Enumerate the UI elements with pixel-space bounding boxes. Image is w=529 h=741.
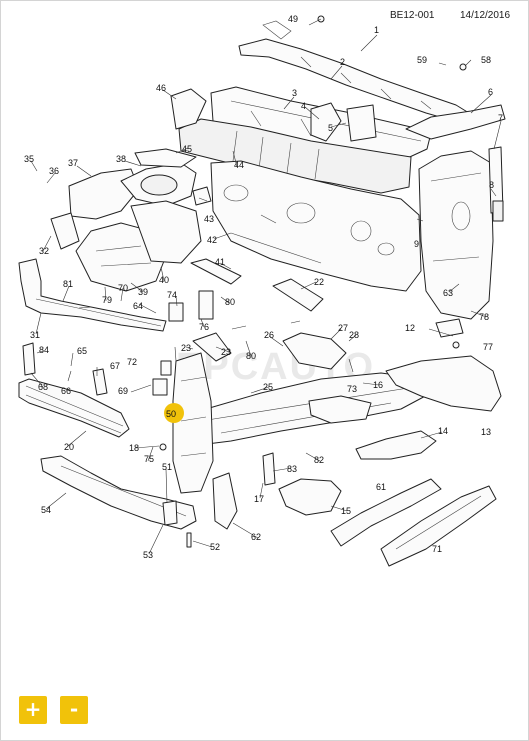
- part-42-dash-panel: [210, 160, 422, 292]
- callout-75[interactable]: 75: [144, 454, 154, 464]
- callout-59[interactable]: 59: [417, 55, 427, 65]
- callout-27[interactable]: 27: [338, 323, 348, 333]
- callout-50[interactable]: 50: [166, 409, 176, 419]
- callout-72[interactable]: 72: [127, 357, 137, 367]
- callout-26[interactable]: 26: [264, 330, 274, 340]
- callout-labels: 49 1 2 59 58 46 3 4 5 6 7 45 38 35 37 36…: [24, 14, 503, 560]
- callout-18[interactable]: 18: [129, 443, 139, 453]
- callout-68[interactable]: 68: [38, 382, 48, 392]
- part-37-wheelhouse: [68, 168, 140, 220]
- callout-71[interactable]: 71: [432, 544, 442, 554]
- part-71-sill-outer: [380, 485, 497, 567]
- part-40-wheelhouse-rear: [130, 200, 202, 264]
- callout-76[interactable]: 76: [199, 322, 209, 332]
- callout-41[interactable]: 41: [215, 257, 225, 267]
- small-brackets: [22, 15, 467, 548]
- callout-44[interactable]: 44: [234, 160, 244, 170]
- zoom-in-button[interactable]: +: [19, 696, 47, 724]
- callout-54[interactable]: 54: [41, 505, 51, 515]
- part-20-bumper-beam: [18, 378, 130, 438]
- callout-16[interactable]: 16: [373, 380, 383, 390]
- exploded-parts-diagram: EPCAUTO: [18, 14, 506, 567]
- callout-83[interactable]: 83: [287, 464, 297, 474]
- callout-69[interactable]: 69: [118, 386, 128, 396]
- callout-82[interactable]: 82: [314, 455, 324, 465]
- callout-22[interactable]: 22: [314, 277, 324, 287]
- callout-37[interactable]: 37: [68, 158, 78, 168]
- callout-8[interactable]: 8: [489, 180, 494, 190]
- part-61-sill: [330, 478, 442, 547]
- callout-3[interactable]: 3: [292, 88, 297, 98]
- part-6-rail-upper: [405, 104, 506, 140]
- callout-39[interactable]: 39: [138, 287, 148, 297]
- part-8-bracket: [488, 146, 504, 222]
- callout-43[interactable]: 43: [204, 214, 214, 224]
- callout-51[interactable]: 51: [162, 462, 172, 472]
- callout-13[interactable]: 13: [481, 427, 491, 437]
- part-14-tunnel-brace: [355, 430, 437, 460]
- callout-40[interactable]: 40: [159, 275, 169, 285]
- callout-84[interactable]: 84: [39, 345, 49, 355]
- callout-67[interactable]: 67: [110, 361, 120, 371]
- callout-53[interactable]: 53: [143, 550, 153, 560]
- part-38-strut-tower: [120, 162, 197, 207]
- part-9-a-pillar: [418, 150, 494, 320]
- callout-7[interactable]: 7: [498, 113, 503, 123]
- callout-31[interactable]: 31: [30, 330, 40, 340]
- callout-12[interactable]: 12: [405, 323, 415, 333]
- part-15-step: [278, 478, 342, 516]
- diagram-code: BE12-001: [390, 10, 435, 21]
- callout-1[interactable]: 1: [374, 25, 379, 35]
- callout-23-left[interactable]: 23: [181, 343, 191, 353]
- callout-17[interactable]: 17: [254, 494, 264, 504]
- part-13-floor-pan: [385, 355, 502, 412]
- callout-9[interactable]: 9: [414, 239, 419, 249]
- callout-77[interactable]: 77: [483, 342, 493, 352]
- callout-14[interactable]: 14: [438, 426, 448, 436]
- part-31-front-rail: [18, 258, 167, 332]
- zoom-out-button[interactable]: -: [60, 696, 88, 724]
- callout-79[interactable]: 79: [102, 295, 112, 305]
- callout-58[interactable]: 58: [481, 55, 491, 65]
- part-44-dash-upper: [178, 118, 412, 194]
- callout-45[interactable]: 45: [182, 144, 192, 154]
- callout-2[interactable]: 2: [340, 57, 345, 67]
- part-62-pillar-lower: [212, 472, 238, 530]
- callout-64[interactable]: 64: [133, 301, 143, 311]
- callout-78[interactable]: 78: [479, 312, 489, 322]
- callout-61[interactable]: 61: [376, 482, 386, 492]
- callout-52[interactable]: 52: [210, 542, 220, 552]
- callout-20[interactable]: 20: [64, 442, 74, 452]
- callout-25[interactable]: 25: [263, 382, 273, 392]
- callout-46[interactable]: 46: [156, 83, 166, 93]
- callout-62[interactable]: 62: [251, 532, 261, 542]
- callout-80-upper[interactable]: 80: [225, 297, 235, 307]
- callout-36[interactable]: 36: [49, 166, 59, 176]
- callout-15[interactable]: 15: [341, 506, 351, 516]
- callout-5[interactable]: 5: [328, 123, 333, 133]
- callout-74[interactable]: 74: [167, 290, 177, 300]
- callout-6[interactable]: 6: [488, 87, 493, 97]
- callout-73[interactable]: 73: [347, 384, 357, 394]
- leader-lines: [30, 18, 502, 555]
- callout-35[interactable]: 35: [24, 154, 34, 164]
- callout-42[interactable]: 42: [207, 235, 217, 245]
- callout-23-right[interactable]: 23: [221, 347, 231, 357]
- callout-81[interactable]: 81: [63, 279, 73, 289]
- callout-32[interactable]: 32: [39, 246, 49, 256]
- part-73-rocker: [308, 395, 372, 424]
- callout-63[interactable]: 63: [443, 288, 453, 298]
- callout-70[interactable]: 70: [118, 283, 128, 293]
- callout-80-lower[interactable]: 80: [246, 351, 256, 361]
- callout-38[interactable]: 38: [116, 154, 126, 164]
- diagram-date: 14/12/2016: [460, 10, 511, 21]
- callout-28[interactable]: 28: [349, 330, 359, 340]
- highlight-ring: [164, 403, 184, 423]
- callout-4[interactable]: 4: [301, 101, 306, 111]
- callout-49[interactable]: 49: [288, 14, 298, 24]
- callout-65[interactable]: 65: [77, 346, 87, 356]
- callout-66[interactable]: 66: [61, 386, 71, 396]
